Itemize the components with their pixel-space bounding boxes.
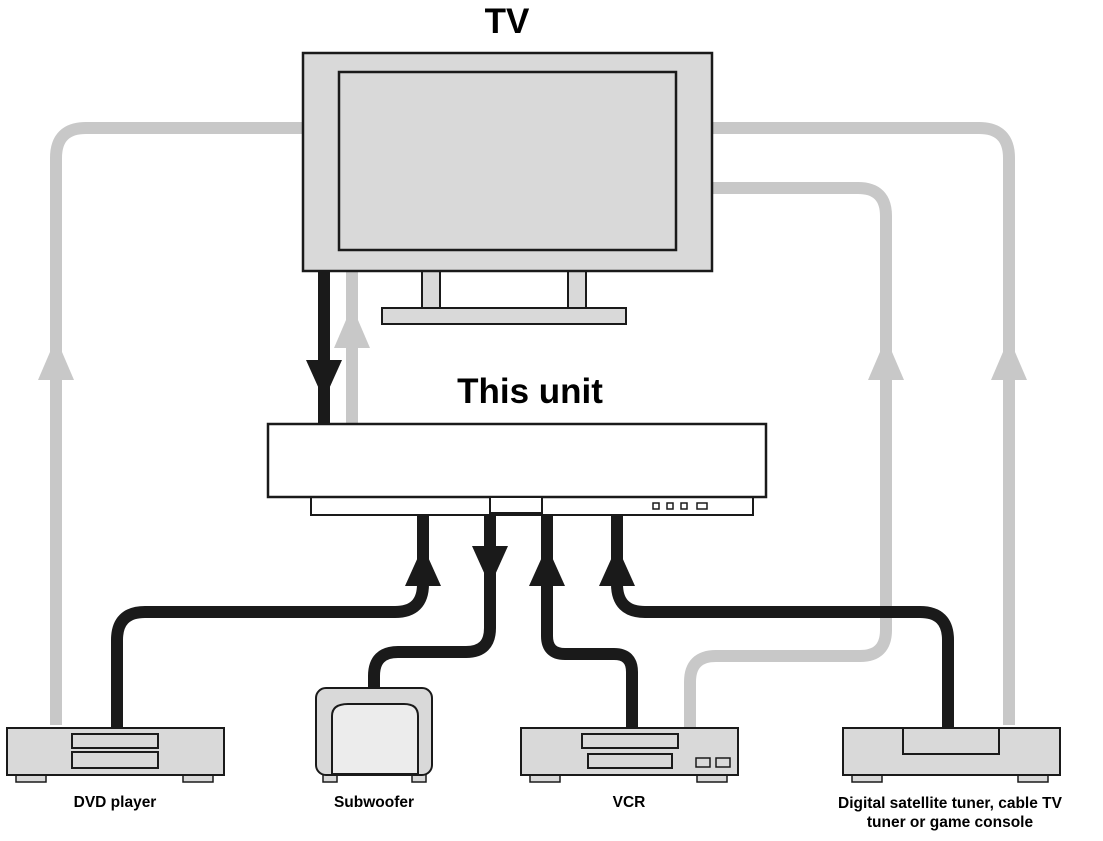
tuner <box>842 727 1061 783</box>
dvd-tray-1 <box>71 733 159 749</box>
cable-vcr-to-unit <box>541 516 638 728</box>
dvd-player-label: DVD player <box>73 794 157 811</box>
arrow-down-tv-unit <box>306 360 342 400</box>
arrow-down-unit-sub <box>472 546 508 586</box>
tv-screen <box>337 70 678 252</box>
subwoofer <box>315 687 433 783</box>
arrow-up-vcr-unit <box>529 546 565 586</box>
black-cables <box>111 270 954 728</box>
tuner-label-line1: Digital satellite tuner, cable TV <box>838 795 1062 812</box>
tv-stand-neck-left <box>421 269 441 311</box>
cable-dvd-to-unit <box>111 516 429 728</box>
vcr-slot-2 <box>587 753 673 769</box>
this-unit <box>266 422 768 516</box>
arrow-up-unit-tv <box>334 306 370 348</box>
unit-button-1 <box>652 502 660 510</box>
arrow-up-dvd-unit <box>405 546 441 586</box>
arrow-up-tuner-unit <box>599 546 635 586</box>
unit-body <box>266 422 768 499</box>
arrow-up-vcr-tv <box>868 338 904 380</box>
vcr-slot-1 <box>581 733 679 749</box>
cable-dvd-to-tv <box>50 122 305 725</box>
unit-button-4 <box>696 502 708 510</box>
tuner-panel <box>902 727 1000 755</box>
tuner-label-line2: tuner or game console <box>866 814 1034 831</box>
arrow-up-tuner-tv <box>991 338 1027 380</box>
gray-cables <box>50 122 1015 728</box>
tv <box>301 51 714 325</box>
dvd-player <box>6 727 225 783</box>
vcr-button-1 <box>695 757 711 768</box>
black-arrowheads <box>306 360 635 586</box>
arrow-up-dvd-tv <box>38 338 74 380</box>
cable-unit-to-subwoofer <box>368 516 496 690</box>
vcr-label: VCR <box>612 794 646 811</box>
subwoofer-label: Subwoofer <box>333 794 415 811</box>
vcr-button-2 <box>715 757 731 768</box>
unit-display <box>489 496 543 514</box>
cable-tuner-to-tv <box>712 122 1015 725</box>
unit-button-3 <box>680 502 688 510</box>
tv-label: TV <box>484 2 530 41</box>
gray-arrowheads <box>38 306 1027 380</box>
unit-button-2 <box>666 502 674 510</box>
cable-tuner-to-unit <box>611 516 954 728</box>
this-unit-label: This unit <box>457 372 603 411</box>
dvd-tray-2 <box>71 751 159 769</box>
cable-vcr-to-tv <box>684 182 892 728</box>
subwoofer-grille <box>331 703 419 775</box>
tv-stand-base <box>381 307 627 325</box>
vcr <box>520 727 739 783</box>
tv-stand-neck-right <box>567 269 587 311</box>
